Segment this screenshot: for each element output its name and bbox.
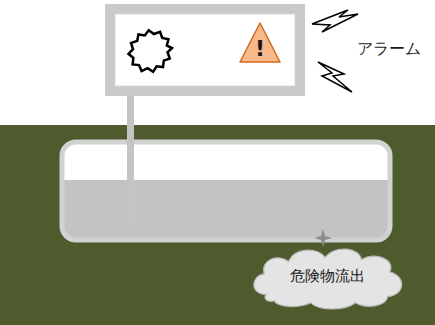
warning-mark: ! xyxy=(255,26,265,61)
alarm-label: アラーム xyxy=(357,39,421,60)
leak-point xyxy=(314,229,332,247)
alarm-panel-face xyxy=(115,14,295,86)
tank-shell xyxy=(62,142,390,240)
tank xyxy=(62,142,390,240)
warning-sign: ! xyxy=(238,21,282,65)
alarm-lamp xyxy=(129,30,173,72)
sensor-pole xyxy=(127,94,134,228)
tank-headspace xyxy=(62,142,390,180)
alarm-panel-frame xyxy=(105,4,305,96)
signal-bolt xyxy=(312,10,358,32)
triangle-shape xyxy=(240,23,280,62)
cloud-shape xyxy=(254,249,402,309)
ground xyxy=(0,125,435,325)
signal-bolt xyxy=(318,62,352,92)
tank-liquid xyxy=(62,142,390,240)
spill-text: 危険物流出 xyxy=(290,267,365,286)
spill-cloud: 危険物流出 xyxy=(246,243,408,309)
